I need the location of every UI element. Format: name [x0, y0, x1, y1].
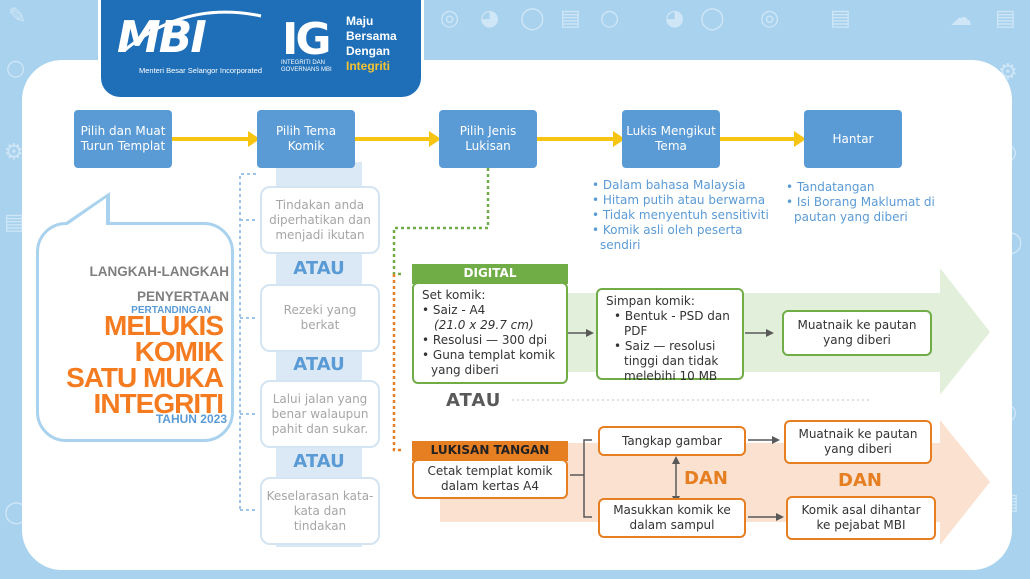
- digital-header: DIGITAL: [412, 264, 568, 284]
- atau-label-1: ATAU: [293, 258, 345, 279]
- step-download-template: Pilih dan Muat Turun Templat: [74, 110, 172, 168]
- hand-envelope-box: Masukkan komik ke dalam sampul: [598, 498, 746, 538]
- arrow-step-3: [537, 131, 625, 147]
- step-submit: Hantar: [804, 110, 902, 168]
- callout-title-line4: INTEGRITI: [93, 388, 224, 419]
- callout-pertandingan: PERTANDINGAN: [131, 305, 211, 316]
- digital-upload-box: Muatnaik ke pautan yang diberi: [782, 310, 932, 356]
- tagline-line4: Integriti: [346, 59, 390, 73]
- theme-option-3: Lalui jalan yang benar walaupun pahit da…: [260, 380, 380, 448]
- theme-option-2: Rezeki yang berkat: [260, 284, 380, 352]
- cloud-icon: ☁: [950, 6, 972, 31]
- callout-title-line3: SATU MUKA: [66, 362, 224, 393]
- ig-subtitle-line2: GOVERNANS MBI: [281, 67, 332, 73]
- step-draw-theme: Lukis Mengikut Tema: [622, 110, 720, 168]
- digital-save-item: • Saiz — resolusi tinggi dan tidak meleb…: [614, 339, 719, 383]
- mbi-subtitle: Menteri Besar Selangor Incorporated: [139, 66, 262, 75]
- submit-note: Tandatangan: [786, 180, 956, 195]
- draw-note: Tidak menyentuh sensitiviti: [592, 208, 784, 223]
- title-callout: LANGKAH-LANGKAH PENYERTAAN PERTANDINGAN …: [36, 222, 234, 442]
- mbi-swoosh-icon: [124, 10, 262, 52]
- theme-option-4: Keselarasan kata-kata dan tindakan: [260, 477, 380, 545]
- tagline-line2: Bersama: [346, 29, 397, 43]
- callout-line2: PENYERTAAN: [136, 289, 229, 304]
- step-choose-drawing-type: Pilih Jenis Lukisan: [439, 110, 537, 168]
- hand-upload-box: Muatnaik ke pautan yang diberi: [784, 420, 932, 464]
- or-middle-label: ATAU: [446, 390, 502, 411]
- theme-option-1: Tindakan anda diperhatikan dan menjadi i…: [260, 186, 380, 254]
- callout-year: TAHUN 2023: [155, 412, 227, 426]
- atau-label-3: ATAU: [293, 451, 345, 472]
- hand-capture-box: Tangkap gambar: [598, 426, 746, 456]
- atau-label-2: ATAU: [293, 354, 345, 375]
- document-icon: ▤: [830, 6, 851, 31]
- digital-set-item-text: Resolusi — 300 dpi: [432, 333, 548, 347]
- digital-save-item: • Bentuk - PSD dan PDF: [614, 309, 730, 338]
- digital-set-item: (21.0 x 29.7 cm): [422, 318, 558, 333]
- dan-label-2: DAN: [838, 470, 882, 491]
- digital-set-item: • Saiz - A4: [422, 303, 486, 317]
- pie-chart-icon: ◕: [480, 6, 500, 31]
- ig-subtitle-line1: INTEGRITI DAN: [281, 60, 326, 66]
- digital-save-item-text: Saiz — resolusi tinggi dan tidak melebih…: [624, 339, 719, 383]
- lightbulb-icon: ✎: [8, 4, 27, 29]
- draw-note: Dalam bahasa Malaysia: [592, 178, 784, 193]
- tagline-line3: Dengan: [346, 44, 391, 58]
- draw-note: Komik asli oleh peserta sendiri: [592, 223, 784, 253]
- digital-set-item: • Guna templat komik yang diberi: [422, 348, 556, 377]
- digital-set-item: • Resolusi — 300 dpi: [422, 333, 548, 347]
- draw-note: Hitam putih atau berwarna: [592, 193, 784, 208]
- mbi-logo: MBI: [117, 12, 207, 63]
- chat-icon: ○: [600, 6, 620, 31]
- chat-icon: ○: [6, 56, 26, 81]
- ig-logo: IG: [282, 14, 331, 65]
- target-icon: ◎: [440, 6, 460, 31]
- callout-heading: LANGKAH-LANGKAH PENYERTAAN: [39, 259, 229, 309]
- callout-title-line1: MELUKIS: [104, 310, 224, 341]
- hand-header: LUKISAN TANGAN: [412, 441, 568, 461]
- submit-notes: Tandatangan Isi Borang Maklumat di pauta…: [786, 180, 956, 225]
- callout-tail-inner: [66, 198, 106, 226]
- callout-title-line2: KOMIK: [134, 336, 224, 367]
- step-choose-theme: Pilih Tema Komik: [257, 110, 355, 168]
- digital-save-title: Simpan komik:: [606, 294, 695, 308]
- digital-set-box: Set komik: • Saiz - A4 (21.0 x 29.7 cm) …: [412, 282, 568, 384]
- lightbulb-icon: ◯: [520, 6, 545, 31]
- digital-set-title: Set komik:: [422, 288, 486, 302]
- arrow-step-1: [172, 131, 260, 147]
- target-icon: ◎: [760, 6, 780, 31]
- tagline-line1: Maju: [346, 14, 374, 28]
- arrow-step-2: [355, 131, 441, 147]
- dan-label-1: DAN: [684, 468, 728, 489]
- ig-subtitle: INTEGRITI DAN GOVERNANS MBI: [281, 60, 332, 74]
- tagline: Maju Bersama Dengan Integriti: [346, 14, 397, 74]
- document-icon: ▤: [560, 6, 581, 31]
- draw-notes: Dalam bahasa Malaysia Hitam putih atau b…: [592, 178, 784, 253]
- digital-save-box: Simpan komik: • Bentuk - PSD dan PDF • S…: [596, 288, 744, 383]
- callout-title: MELUKIS KOMIK SATU MUKA INTEGRITI: [39, 310, 224, 419]
- submit-note: Isi Borang Maklumat di pautan yang diber…: [786, 195, 956, 225]
- callout-line1: LANGKAH-LANGKAH: [89, 264, 229, 279]
- header-banner: MBI Menteri Besar Selangor Incorporated …: [98, 0, 424, 100]
- pie-chart-icon: ◕: [665, 6, 685, 31]
- lightbulb-icon: ◯: [700, 6, 725, 31]
- hand-print-box: Cetak templat komik dalam kertas A4: [412, 459, 568, 499]
- digital-set-item-text: (21.0 x 29.7 cm): [434, 318, 534, 332]
- gear-icon: ⚙: [4, 140, 24, 165]
- hand-deliver-box: Komik asal dihantar ke pejabat MBI: [786, 496, 936, 540]
- digital-set-item-text: Saiz - A4: [432, 303, 486, 317]
- arrow-step-4: [720, 131, 806, 147]
- digital-set-item-text: Guna templat komik yang diberi: [431, 348, 556, 377]
- document-icon: ▤: [995, 6, 1016, 31]
- clipboard-icon: ▤: [4, 210, 25, 235]
- digital-save-item-text: Bentuk - PSD dan PDF: [624, 309, 730, 338]
